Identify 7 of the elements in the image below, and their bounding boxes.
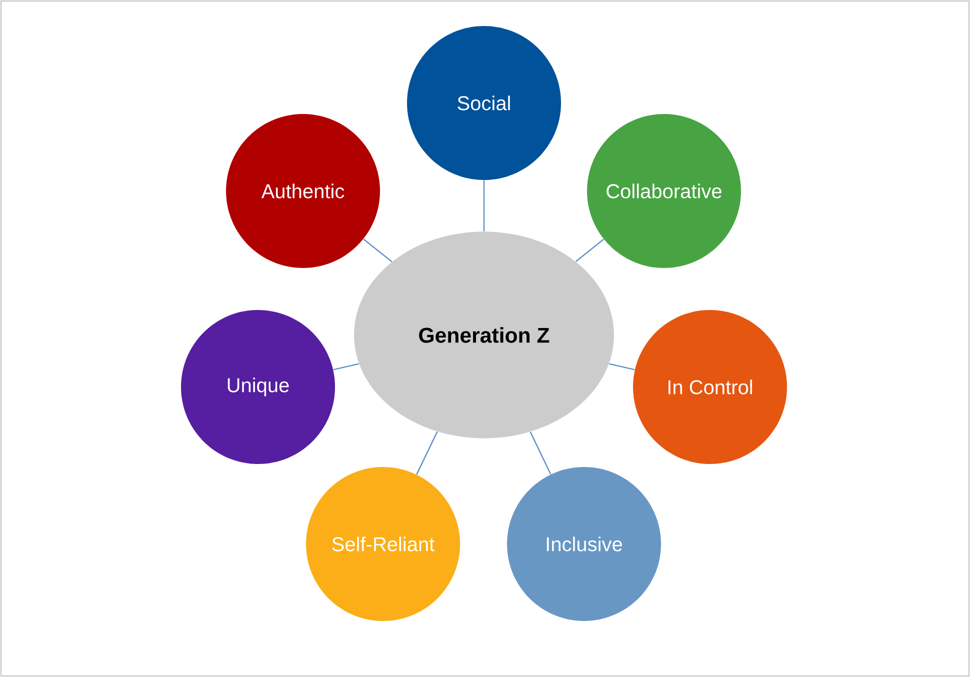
connector-line <box>609 363 635 370</box>
connector-line <box>530 432 552 475</box>
connector-line <box>575 238 604 262</box>
connector-line <box>333 363 360 370</box>
connector-line <box>483 180 485 232</box>
connector-line <box>416 431 438 475</box>
connector-line <box>363 238 392 262</box>
